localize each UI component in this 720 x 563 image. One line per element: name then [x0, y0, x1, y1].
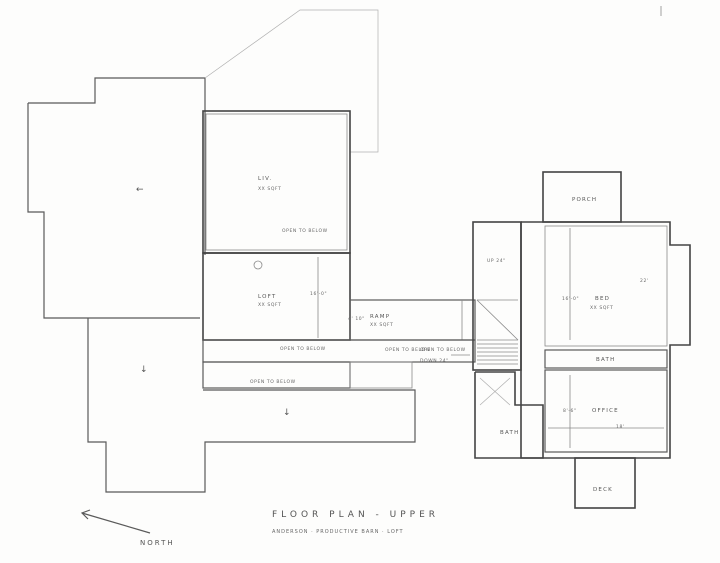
bed-width-dimension: 22'	[640, 278, 649, 284]
note-open-below-4: OPEN TO BELOW	[420, 347, 466, 353]
slope-arrow-down-icon: ↓	[140, 365, 148, 375]
room-label-bed: BED	[595, 296, 610, 302]
office-height-dimension: 8'-6"	[563, 408, 577, 414]
room-area-living: XX SQFT	[258, 186, 281, 192]
lower-bath	[474, 371, 544, 459]
slope-arrow-down-icon-2: ↓	[283, 408, 291, 418]
slope-arrow-left-icon: ←	[136, 185, 144, 195]
deck	[574, 457, 636, 509]
note-up-dimension: UP 24"	[487, 258, 506, 264]
bed-height-dimension: 16'-0"	[562, 296, 579, 302]
living-room	[202, 110, 351, 254]
bath-strip	[544, 349, 668, 369]
room-label-office: OFFICE	[592, 408, 619, 414]
room-area-bed: XX SQFT	[590, 305, 613, 311]
room-area-ramp: XX SQFT	[370, 322, 393, 328]
room-label-deck: DECK	[593, 487, 613, 493]
room-label-bath2: BATH	[500, 430, 519, 436]
north-arrow-icon	[80, 509, 151, 534]
room-label-living: LIV.	[258, 176, 272, 182]
left-roof-outline	[28, 77, 206, 255]
note-open-below-5: OPEN TO BELOW	[250, 379, 296, 385]
ramp-corridor	[349, 299, 476, 341]
stair-treads	[477, 339, 518, 365]
office-room	[544, 369, 668, 453]
loft-dimension: 16'-0"	[310, 291, 327, 297]
north-label: NORTH	[140, 539, 175, 547]
room-label-ramp: RAMP	[370, 314, 390, 320]
office-width-dimension: 18'	[616, 424, 625, 430]
ramp-dimension: 4' 10"	[348, 316, 365, 322]
note-open-below-3: OPEN TO BELOW	[385, 347, 431, 353]
note-open-below-1: OPEN TO BELOW	[282, 228, 328, 234]
plan-subtitle: ANDERSON · PRODUCTIVE BARN · LOFT	[272, 529, 404, 535]
lower-roof-outline	[87, 318, 416, 493]
top-roof-outline	[204, 9, 379, 153]
loft-circle-fixture	[253, 260, 263, 270]
bedroom-outline	[520, 221, 691, 459]
left-roof-outline-lower	[27, 103, 200, 319]
room-area-loft: XX SQFT	[258, 302, 281, 308]
note-open-below-2: OPEN TO BELOW	[280, 346, 326, 352]
room-label-porch: PORCH	[572, 197, 597, 203]
loft-room	[202, 252, 351, 341]
room-label-loft: LOFT	[258, 294, 276, 300]
note-down-dimension: DOWN 24"	[420, 358, 449, 364]
plan-title: FLOOR PLAN - UPPER	[272, 510, 439, 520]
room-label-bath: BATH	[596, 357, 615, 363]
